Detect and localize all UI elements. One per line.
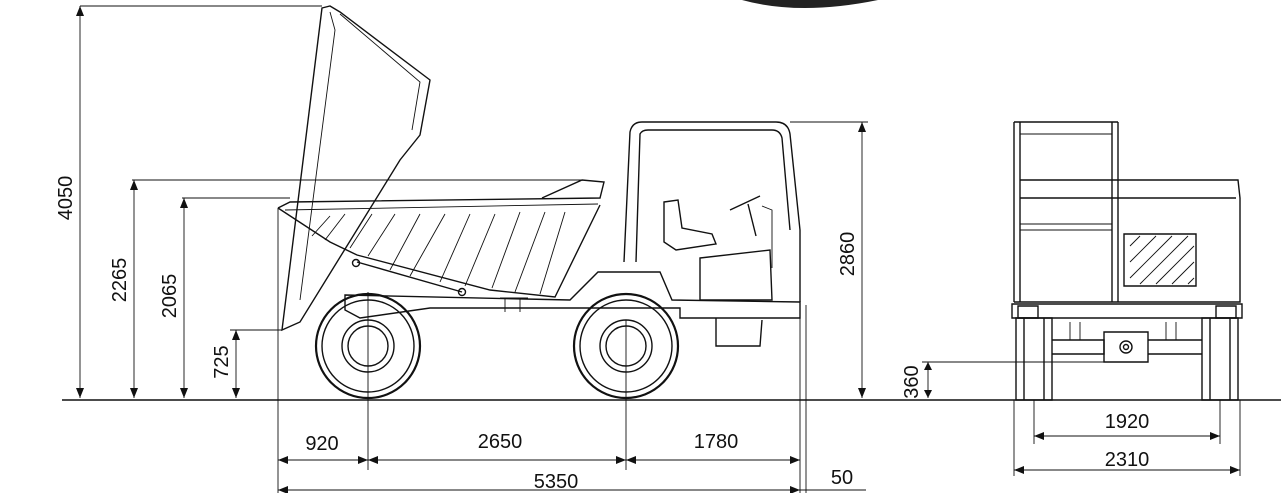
label-rear-overhang: 1780 [694, 431, 739, 453]
label-wheelbase: 2650 [478, 431, 523, 453]
label-ground-clearance: 360 [901, 365, 923, 398]
steering-wheel [729, 195, 761, 237]
seat [663, 199, 717, 251]
label-track-width: 1920 [1105, 411, 1150, 433]
front-body [1014, 179, 1241, 303]
grille [1123, 233, 1197, 287]
label-front-overhang: 920 [305, 433, 338, 455]
lowered-skip [277, 179, 605, 298]
chassis [344, 271, 801, 319]
front-right-wheel [1201, 317, 1239, 401]
side-view [277, 5, 807, 493]
label-bumper: 50 [831, 467, 853, 489]
front-left-wheel [1015, 317, 1053, 401]
raised-skip [281, 5, 431, 332]
vertical-dimensions-left [76, 5, 582, 398]
label-height-top: 2265 [109, 258, 131, 303]
label-height-raised: 4050 [55, 176, 77, 221]
label-height-rops: 2860 [837, 232, 859, 277]
rops-frame [623, 121, 801, 302]
top-cutoff-shape [742, 0, 878, 8]
label-height-rim: 2065 [159, 274, 181, 319]
horizontal-dimensions-side [278, 456, 866, 494]
label-overall-width: 2310 [1105, 449, 1150, 471]
front-view [1011, 121, 1243, 401]
vertical-dimension-rops [790, 121, 868, 398]
label-height-pivot: 725 [211, 345, 233, 378]
front-view-dimensions [922, 361, 1241, 476]
label-overall-length: 5350 [534, 471, 579, 493]
